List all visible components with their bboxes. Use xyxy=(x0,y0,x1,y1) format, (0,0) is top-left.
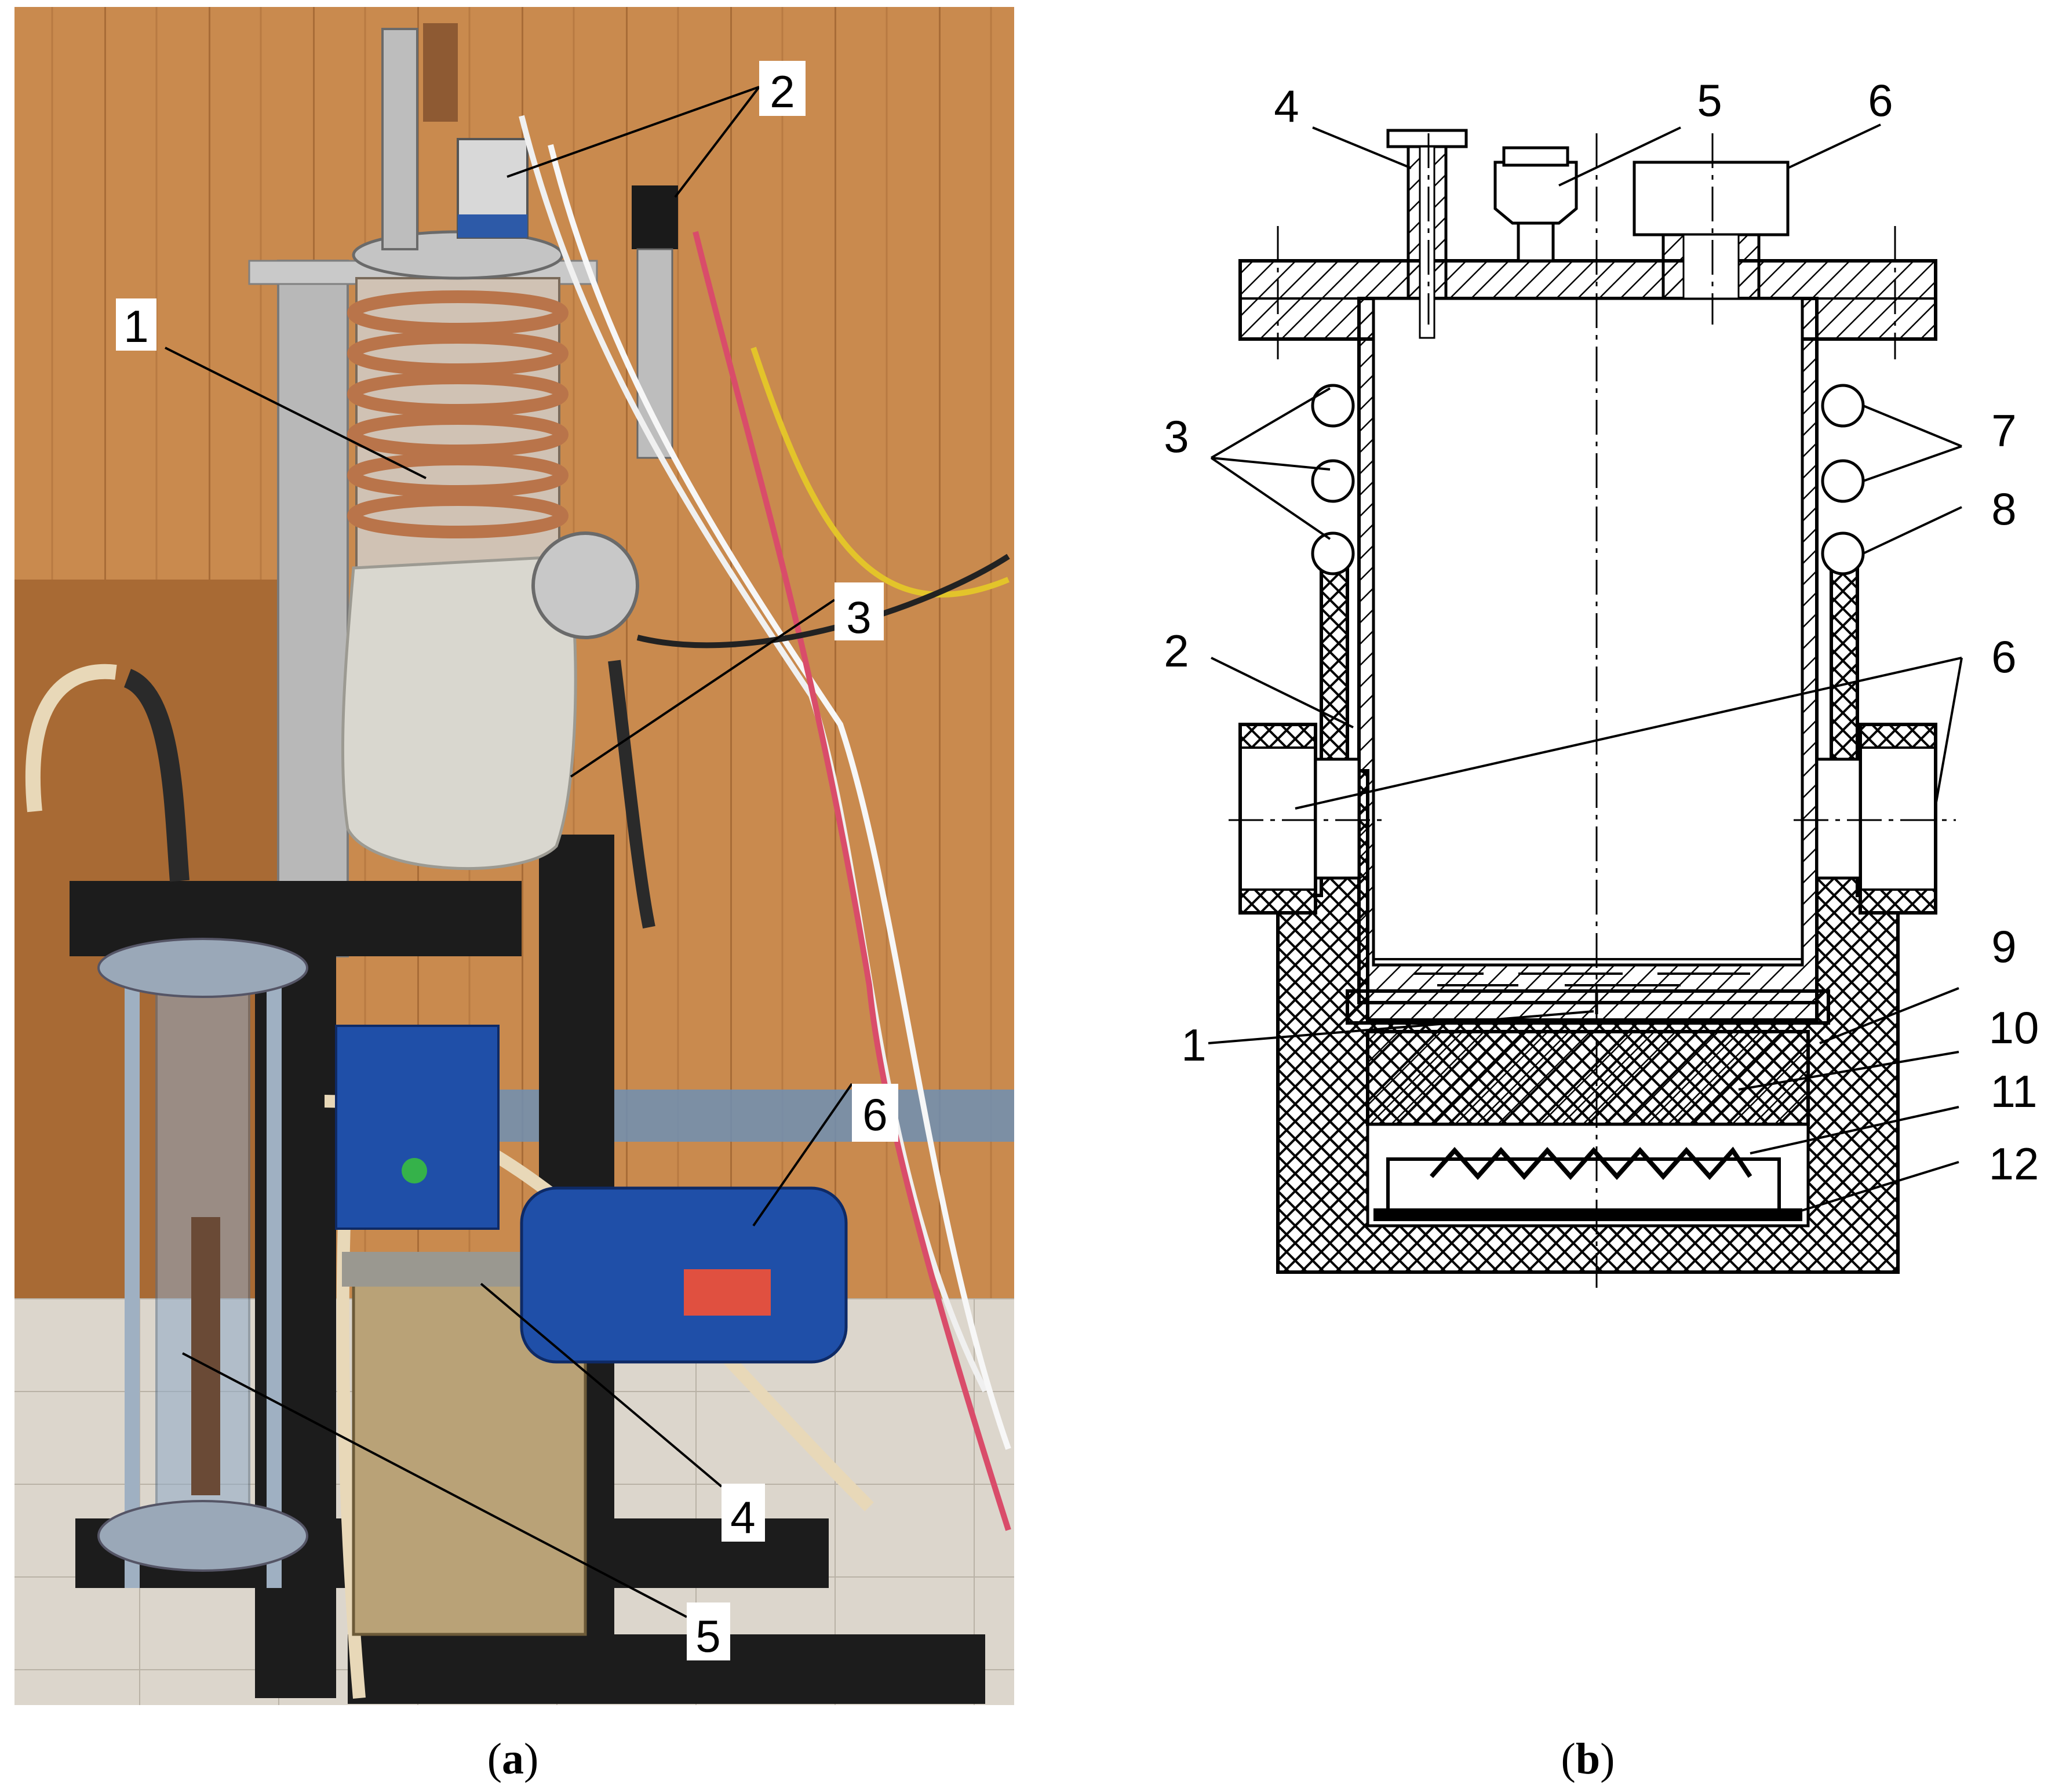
label-11: 11 xyxy=(1991,1066,2038,1117)
callout-1: 1 xyxy=(116,298,156,352)
photo-callouts: 1 2 3 4 5 6 xyxy=(116,61,898,1662)
callout-5: 5 xyxy=(687,1602,730,1662)
callout-4-label: 4 xyxy=(730,1492,755,1543)
rotameter-inner-column xyxy=(191,1217,220,1495)
label-6-side: 6 xyxy=(1991,631,2016,682)
side-port-right-collar xyxy=(1859,723,1937,749)
pressure-transmitter-connector xyxy=(632,185,678,249)
label-10: 10 xyxy=(1989,1002,2039,1053)
thermostat-box-blue xyxy=(335,1025,500,1230)
label-8: 8 xyxy=(1991,483,2016,534)
label-4: 4 xyxy=(1274,81,1299,132)
fitting-4-bore xyxy=(1419,145,1435,339)
schematic-leader-lines xyxy=(1208,123,1963,1212)
caption-a: (a) xyxy=(487,1735,539,1783)
rotameter-flange-top xyxy=(97,938,308,998)
callout-6-label: 6 xyxy=(862,1089,887,1140)
label-2: 2 xyxy=(1164,625,1189,676)
fitting-6-top-bore xyxy=(1682,234,1740,300)
side-port-right-neck xyxy=(1815,757,1862,880)
top-copper-tube xyxy=(423,23,458,122)
callout-3: 3 xyxy=(835,582,884,643)
label-1: 1 xyxy=(1181,1019,1206,1070)
inner-vessel-cavity xyxy=(1372,297,1804,967)
fitting-4-flange xyxy=(1386,129,1468,148)
callout-2: 2 xyxy=(759,61,806,117)
callout-2-label: 2 xyxy=(770,66,795,117)
heater-tray xyxy=(1386,1157,1781,1208)
sight-window-flange xyxy=(531,531,639,639)
label-9: 9 xyxy=(1991,921,2016,972)
callout-5-label: 5 xyxy=(695,1611,720,1662)
label-5: 5 xyxy=(1697,75,1722,126)
side-port-right-collar-bottom xyxy=(1859,888,1937,914)
cooling-coil-turns xyxy=(1311,384,1865,576)
fitting-5-body xyxy=(1493,161,1578,225)
side-port-left-collar-bottom xyxy=(1239,888,1317,914)
thermostat-green-light xyxy=(402,1158,427,1183)
label-7: 7 xyxy=(1991,405,2016,456)
center-lines xyxy=(1229,133,1956,1292)
callout-4: 4 xyxy=(722,1484,765,1543)
fitting-6-top-body xyxy=(1633,161,1790,236)
black-frame-base-rail xyxy=(348,1634,985,1704)
vacuum-pump-label xyxy=(684,1269,771,1316)
callout-3-label: 3 xyxy=(846,592,871,643)
fitting-5-cap xyxy=(1502,146,1569,167)
liquid-surface xyxy=(1373,958,1802,986)
copper-coil xyxy=(347,290,569,538)
schematic-panel xyxy=(1229,129,1956,1292)
side-port-left-collar xyxy=(1239,723,1317,749)
rotameter-flange-bottom xyxy=(97,1500,308,1572)
side-port-right xyxy=(1859,723,1937,915)
pressure-sensor-label xyxy=(458,214,527,238)
photo-panel xyxy=(14,7,1014,1705)
support-column-metal xyxy=(277,260,349,957)
insulated-vessel-body xyxy=(341,555,577,870)
heating-element-coil xyxy=(1430,1146,1752,1181)
top-valve-stem xyxy=(381,28,418,250)
callout-6: 6 xyxy=(852,1084,898,1142)
vessel-bottom-plate xyxy=(1346,989,1830,1025)
label-12: 12 xyxy=(1989,1138,2039,1189)
heater-block xyxy=(1366,1030,1810,1126)
caption-b: (b) xyxy=(1561,1735,1615,1783)
heater-base-plate xyxy=(1373,1208,1802,1221)
label-6-top: 6 xyxy=(1868,75,1893,126)
fitting-5-neck xyxy=(1517,221,1555,263)
schematic-labels: 4 5 6 3 7 8 2 6 9 1 10 11 12 xyxy=(1164,75,2039,1189)
side-port-left-neck xyxy=(1314,757,1361,880)
label-3: 3 xyxy=(1164,411,1189,462)
photo-callout-lines xyxy=(165,86,853,1618)
callout-1-label: 1 xyxy=(123,301,148,352)
rotameter-rod-left xyxy=(125,962,140,1588)
rotameter-rod-right xyxy=(267,962,282,1588)
side-port-left xyxy=(1238,723,1317,915)
